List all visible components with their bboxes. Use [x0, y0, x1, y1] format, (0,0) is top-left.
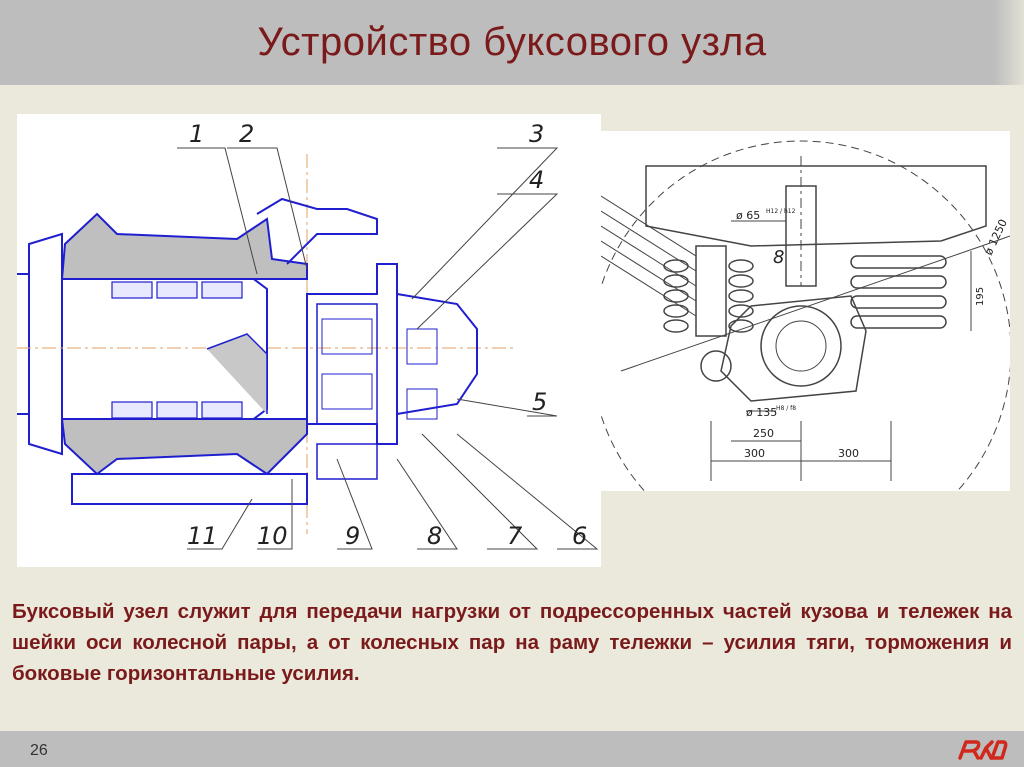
dim-phi65-tol: H12 / h12: [766, 208, 796, 215]
bogie-elevation-svg: ø 65 H12 / h12 8 ø 1250 195 ø 135 H8 / f…: [590, 140, 1012, 562]
title-bar: Устройство буксового узла: [0, 0, 1024, 85]
page-number: 26: [30, 742, 48, 759]
callout-7: 7: [507, 522, 523, 550]
callout-6: 6: [572, 522, 587, 550]
callout-3: 3: [529, 120, 544, 148]
callout-11: 11: [187, 522, 218, 550]
callout-1: 1: [189, 120, 204, 148]
callout-9: 9: [345, 522, 360, 550]
footer-bar: [0, 731, 1024, 767]
dim-phi65: ø 65: [736, 209, 760, 222]
slide-description: Буксовый узел служит для передачи нагруз…: [12, 600, 1012, 685]
callout-8: 8: [427, 522, 442, 550]
slide-title: Устройство буксового узла: [257, 20, 767, 64]
bogie-elevation-drawing: ø 65 H12 / h12 8 ø 1250 195 ø 135 H8 / f…: [590, 131, 1012, 562]
dim-300-left: 300: [744, 447, 765, 460]
dim-phi135: ø 135: [746, 406, 777, 419]
dim-250: 250: [753, 427, 774, 440]
dim-195: 195: [975, 287, 986, 306]
callout-10: 10: [257, 522, 288, 550]
callout-5: 5: [532, 388, 547, 416]
callout-2: 2: [239, 120, 254, 148]
rzd-logo: [958, 738, 1008, 762]
callout-4: 4: [529, 166, 544, 194]
axlebox-section-drawing: 1 2 3 4 5 6 7 8 9 10 11: [17, 114, 601, 567]
axlebox-section-svg: 1 2 3 4 5 6 7 8 9 10 11: [17, 120, 599, 550]
dim-phi135-tol: H8 / f8: [776, 405, 796, 412]
right-callout-8: 8: [773, 247, 784, 268]
dim-300-right: 300: [838, 447, 859, 460]
rzd-logo-icon: [958, 740, 1008, 760]
